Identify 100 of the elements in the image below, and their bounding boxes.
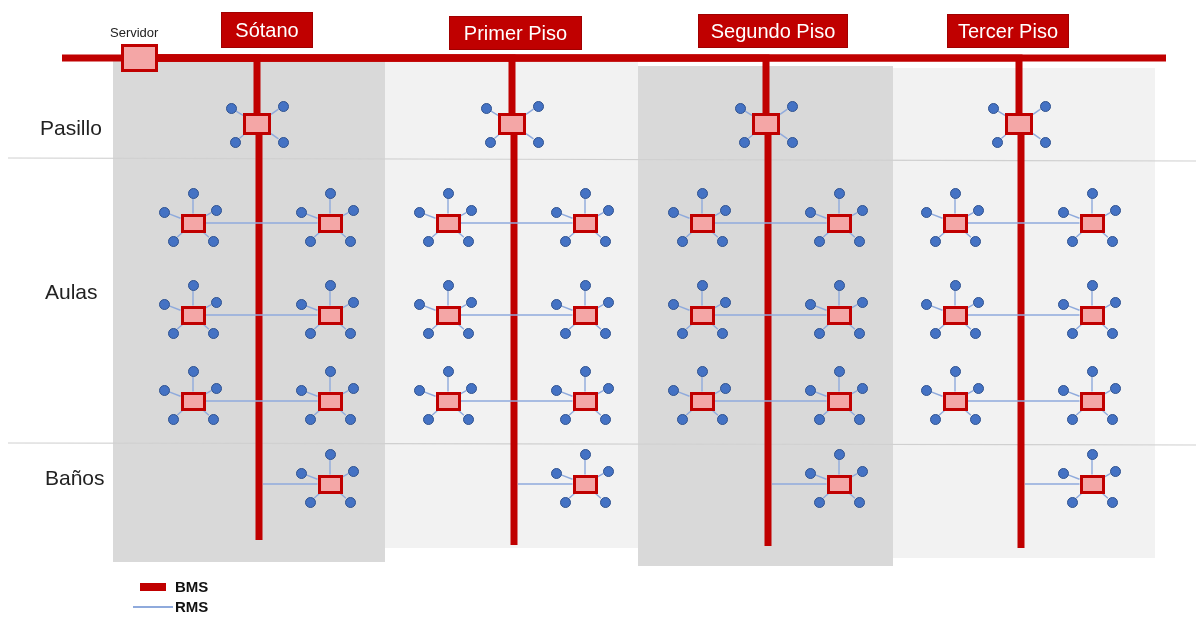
sensor-dot bbox=[344, 327, 356, 339]
sensor-dot bbox=[465, 382, 477, 394]
network-switch-box bbox=[689, 213, 715, 233]
sensor-dot bbox=[813, 327, 825, 339]
rms-line bbox=[262, 483, 319, 485]
sensor-dot bbox=[158, 298, 170, 310]
sensor-dot bbox=[1057, 384, 1069, 396]
legend-label: RMS bbox=[175, 598, 209, 615]
rms-line bbox=[838, 197, 840, 215]
sensor-dot bbox=[696, 365, 708, 377]
rms-line bbox=[848, 492, 856, 499]
sensor-dot bbox=[167, 327, 179, 339]
network-switch-box bbox=[317, 391, 343, 411]
sensor-dot bbox=[972, 204, 984, 216]
sensor-dot bbox=[1109, 204, 1121, 216]
sensor-dot bbox=[719, 204, 731, 216]
sensor-dot bbox=[1086, 365, 1098, 377]
sensor-dot bbox=[987, 102, 999, 114]
sensor-dot bbox=[304, 413, 316, 425]
rms-line bbox=[747, 134, 754, 140]
sensor-dot bbox=[304, 496, 316, 508]
sensor-dot bbox=[462, 413, 474, 425]
network-switch-box bbox=[942, 391, 968, 411]
sensor-dot bbox=[344, 235, 356, 247]
row-label: Pasillo bbox=[40, 116, 102, 140]
sensor-dot bbox=[696, 279, 708, 291]
network-switch-box bbox=[942, 213, 968, 233]
rms-line bbox=[584, 375, 586, 393]
sensor-dot bbox=[187, 187, 199, 199]
sensor-dot bbox=[853, 496, 865, 508]
rms-line bbox=[1101, 409, 1109, 416]
sensor-dot bbox=[856, 204, 868, 216]
rms-line bbox=[339, 409, 347, 416]
sensor-dot bbox=[347, 296, 359, 308]
rms-line bbox=[954, 375, 956, 393]
sensor-dot bbox=[734, 102, 746, 114]
network-switch-box bbox=[317, 213, 343, 233]
rms-line bbox=[701, 197, 703, 215]
rms-line bbox=[966, 400, 1081, 402]
network-switch-box bbox=[243, 113, 271, 135]
rms-line bbox=[339, 231, 347, 238]
floor-label: Sótano bbox=[221, 12, 313, 48]
rms-line bbox=[1024, 483, 1081, 485]
rms-line bbox=[711, 409, 719, 416]
rms-line bbox=[594, 231, 602, 238]
sensor-dot bbox=[969, 235, 981, 247]
rms-line bbox=[204, 314, 319, 316]
rms-line bbox=[964, 323, 972, 330]
legend-label: BMS bbox=[175, 578, 209, 595]
floor-label: Tercer Piso bbox=[947, 14, 1069, 48]
rms-line bbox=[848, 409, 856, 416]
rms-line bbox=[1032, 133, 1042, 140]
network-switch-box bbox=[826, 391, 852, 411]
sensor-dot bbox=[667, 384, 679, 396]
network-switch-box bbox=[1079, 474, 1105, 494]
sensor-dot bbox=[559, 327, 571, 339]
sensor-dot bbox=[344, 496, 356, 508]
sensor-dot bbox=[324, 448, 336, 460]
sensor-dot bbox=[676, 413, 688, 425]
sensor-dot bbox=[599, 496, 611, 508]
sensor-dot bbox=[324, 365, 336, 377]
network-switch-box bbox=[435, 391, 461, 411]
rms-line bbox=[1091, 458, 1093, 476]
sensor-dot bbox=[1106, 235, 1118, 247]
rms-line bbox=[447, 375, 449, 393]
network-switch-box bbox=[180, 391, 206, 411]
rms-line bbox=[594, 409, 602, 416]
sensor-dot bbox=[413, 206, 425, 218]
rms-line bbox=[838, 289, 840, 307]
sensor-dot bbox=[210, 296, 222, 308]
sensor-dot bbox=[579, 448, 591, 460]
sensor-dot bbox=[969, 327, 981, 339]
rms-line bbox=[459, 314, 574, 316]
row-label: Baños bbox=[45, 466, 105, 490]
sensor-dot bbox=[422, 413, 434, 425]
network-switch-box bbox=[317, 305, 343, 325]
rms-line bbox=[329, 458, 331, 476]
sensor-dot bbox=[920, 206, 932, 218]
rms-line bbox=[329, 197, 331, 215]
rms-line bbox=[779, 133, 789, 140]
rms-line bbox=[1091, 197, 1093, 215]
sensor-dot bbox=[599, 413, 611, 425]
sensor-dot bbox=[1086, 187, 1098, 199]
rms-line bbox=[235, 110, 244, 117]
rms-line bbox=[996, 110, 1006, 117]
sensor-dot bbox=[324, 279, 336, 291]
rms-line bbox=[457, 231, 465, 238]
rms-line bbox=[1101, 231, 1109, 238]
sensor-dot bbox=[480, 102, 492, 114]
rms-line bbox=[711, 231, 719, 238]
sensor-dot bbox=[295, 298, 307, 310]
sensor-dot bbox=[295, 384, 307, 396]
sensor-dot bbox=[277, 136, 289, 148]
sensor-dot bbox=[719, 382, 731, 394]
sensor-dot bbox=[344, 413, 356, 425]
sensor-dot bbox=[1066, 496, 1078, 508]
sensor-dot bbox=[833, 365, 845, 377]
sensor-dot bbox=[167, 413, 179, 425]
sensor-dot bbox=[599, 327, 611, 339]
sensor-dot bbox=[158, 206, 170, 218]
